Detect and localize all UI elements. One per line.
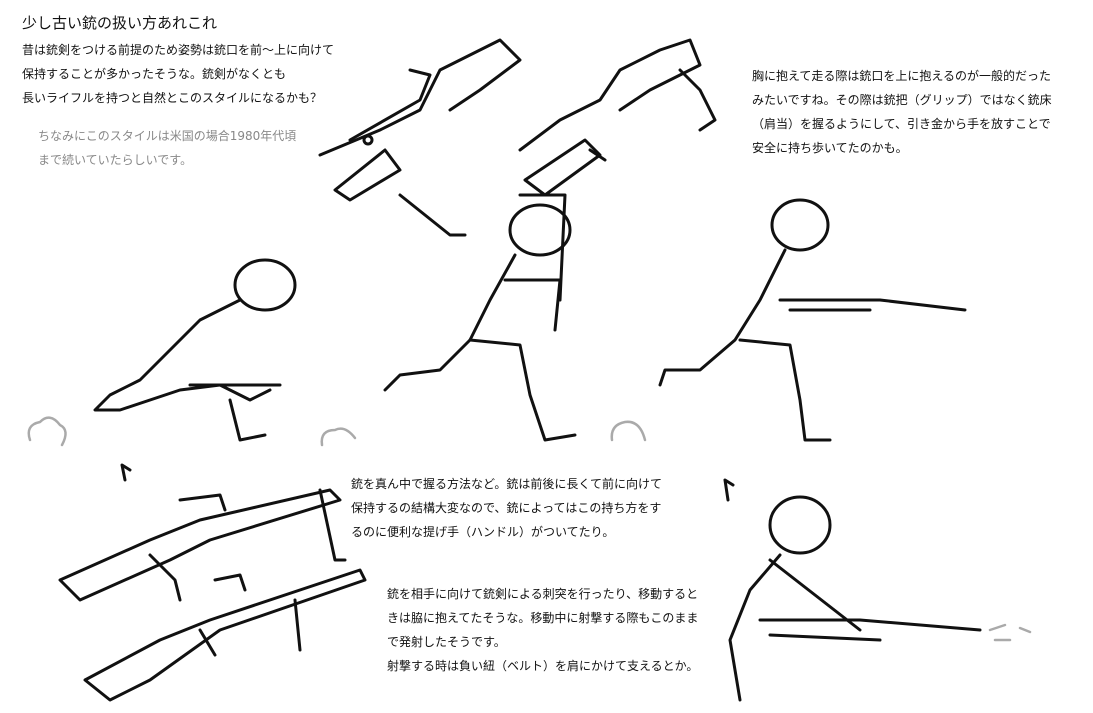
hip-carry-line: きは脇に抱えてたそうな。移動中に射撃する際もこのまま — [387, 611, 699, 625]
middle-grip-text: 銃を真ん中で握る方法など。銃は前後に長くて前に向けて 保持するの結構大変なので、… — [351, 472, 662, 544]
hip-carry-text: 銃を相手に向けて銃剣による刺突を行ったり、移動すると きは脇に抱えてたそうな。移… — [387, 582, 698, 678]
middle-grip-line: 保持するの結構大変なので、銃によってはこの持ち方をす — [351, 501, 662, 515]
rifle-stock-closeup-right — [518, 38, 717, 197]
intro-line: 長いライフルを持つと自然とこのスタイルになるかも？ — [22, 91, 323, 105]
intro-text: 昔は銃剣をつける前提のため姿勢は銃口を前～上に向けて 保持することが多かったそう… — [22, 38, 334, 110]
running-soldier-figure-center — [383, 193, 647, 442]
chest-carry-line: （肩当）を握るようにして、引き金から手を放すことで — [752, 117, 1051, 131]
note-text: ちなみにこのスタイルは米国の場合1980年代頃 まで続いていたらしいです。 — [38, 124, 296, 172]
arrow-up-icon — [120, 463, 132, 482]
hip-carry-line: 銃を相手に向けて銃剣による刺突を行ったり、移動すると — [387, 587, 699, 601]
running-soldier-figure-right — [658, 198, 967, 442]
chest-carry-line: 胸に抱えて走る際は銃口を上に抱えるのが一般的だった — [752, 69, 1052, 83]
crawling-soldier-figure — [27, 258, 357, 447]
arrow-up-icon — [723, 478, 735, 502]
intro-line: 昔は銃剣をつける前提のため姿勢は銃口を前～上に向けて — [22, 43, 335, 57]
middle-grip-line: るのに便利な提げ手（ハンドル）がついてたり。 — [351, 525, 615, 539]
chest-carry-line: みたいですね。その際は銃把（グリップ）ではなく銃床 — [752, 93, 1052, 107]
hip-carry-soldier-figure — [728, 495, 1032, 702]
chest-carry-line: 安全に持ち歩いてたのかも。 — [752, 141, 908, 155]
rifle-with-carry-handle-lower — [83, 568, 367, 702]
note-line: まで続いていたらしいです。 — [38, 153, 193, 167]
page-title: 少し古い銃の扱い方あれこれ — [22, 14, 218, 32]
chest-carry-text: 胸に抱えて走る際は銃口を上に抱えるのが一般的だった みたいですね。その際は銃把（… — [752, 64, 1052, 160]
note-line: ちなみにこのスタイルは米国の場合1980年代頃 — [38, 129, 297, 143]
middle-grip-line: 銃を真ん中で握る方法など。銃は前後に長くて前に向けて — [351, 477, 663, 491]
rifle-stock-closeup-left — [318, 38, 522, 237]
hip-carry-line: で発射したそうです。 — [387, 635, 506, 649]
intro-line: 保持することが多かったそうな。銃剣がなくとも — [22, 67, 287, 81]
hip-carry-line: 射撃する時は負い紐（ベルト）を肩にかけて支えるとか。 — [387, 659, 699, 673]
rifle-with-carry-handle-upper — [58, 488, 347, 602]
